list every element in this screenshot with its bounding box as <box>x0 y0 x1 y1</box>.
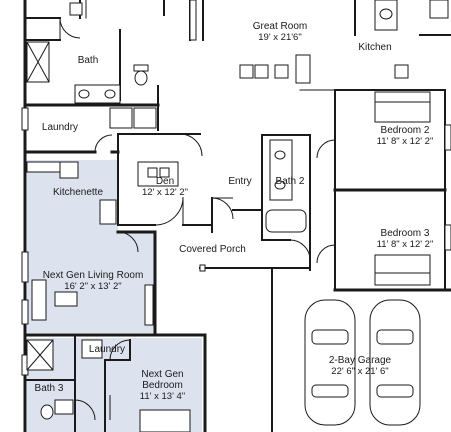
next-gen-living-dims: 16' 2" x 13' 2" <box>64 281 122 292</box>
bedroom-3-dims: 11' 8" x 12' 2" <box>376 239 434 250</box>
kitchenette-name: Kitchenette <box>52 187 104 198</box>
chair <box>274 64 289 79</box>
bedroom-2-dims: 11' 8" x 12' 2" <box>376 136 434 147</box>
kitchen-name: Kitchen <box>358 42 392 53</box>
next-gen-bed <box>139 409 191 432</box>
next-gen-living-name: Next Gen Living Room <box>42 270 144 281</box>
bath-2-name: Bath 2 <box>275 176 305 187</box>
bath-sink <box>104 89 116 99</box>
kitchenette-fridge <box>99 199 117 225</box>
sofa <box>31 279 47 321</box>
entry-label: Entry <box>220 176 260 187</box>
bath-3-name: Bath 3 <box>34 383 64 394</box>
media-console <box>144 284 154 326</box>
bath-2-label: Bath 2 <box>268 176 312 187</box>
great-room-label: Great Room 19' x 21'6" <box>230 21 330 43</box>
bath-sink <box>78 89 90 99</box>
garage-name: 2-Bay Garage <box>328 355 392 366</box>
bath-3-label: Bath 3 <box>27 383 71 394</box>
door-swings <box>59 17 336 421</box>
bedroom-3-label: Bedroom 3 11' 8" x 12' 2" <box>355 228 451 250</box>
great-room-dims: 19' x 21'6" <box>258 32 302 43</box>
next-gen-bedroom-name: Bedroom <box>142 380 183 391</box>
bathtub <box>265 209 307 233</box>
next-gen-living-label: Next Gen Living Room 16' 2" x 13' 2" <box>28 270 158 292</box>
next-gen-bedroom-line1: Next Gen <box>141 369 184 380</box>
garage-label: 2-Bay Garage 22' 6" x 21' 6" <box>310 355 410 377</box>
entry-name: Entry <box>228 176 252 187</box>
next-gen-laundry-name: Laundry <box>88 344 126 355</box>
sofa <box>295 54 311 84</box>
bedroom-3-name: Bedroom 3 <box>380 228 430 239</box>
porch-post <box>199 264 206 272</box>
windows <box>21 0 451 376</box>
toilet <box>40 404 54 420</box>
garage-dims: 22' 6" x 21' 6" <box>331 366 389 377</box>
den-desk <box>137 161 179 187</box>
den-label: Den 12' x 12' 2" <box>125 176 205 198</box>
bedroom-2-label: Bedroom 2 11' 8" x 12' 2" <box>355 125 451 147</box>
stool <box>394 64 409 79</box>
next-gen-bedroom-label: Next Gen Bedroom 11' x 13' 4" <box>125 369 200 402</box>
coffee-table <box>54 291 78 307</box>
bath-vanity <box>74 84 121 104</box>
laundry-name: Laundry <box>41 122 79 133</box>
chair <box>239 64 254 79</box>
bedroom-2-name: Bedroom 2 <box>380 125 430 136</box>
den-dims: 12' x 12' 2" <box>141 187 189 198</box>
bath2-vanity <box>269 139 293 201</box>
bath-label: Bath <box>63 55 113 66</box>
sink <box>69 2 83 16</box>
bath-name: Bath <box>77 55 99 66</box>
bath3-vanity <box>54 399 74 415</box>
laundry-label: Laundry <box>30 122 90 133</box>
kitchen-label: Kitchen <box>335 42 415 53</box>
toilet <box>134 70 148 86</box>
covered-porch-label: Covered Porch <box>165 244 260 255</box>
next-gen-laundry-label: Laundry <box>82 344 132 355</box>
toilet-tank <box>133 64 149 72</box>
bedroom2-bed <box>374 91 431 123</box>
den-name: Den <box>155 176 175 187</box>
bedroom3-bed <box>374 254 431 286</box>
next-gen-bedroom-dims: 11' x 13' 4" <box>139 391 186 402</box>
garage-cars <box>304 299 421 426</box>
fixtures <box>26 0 449 432</box>
covered-porch-name: Covered Porch <box>179 244 246 255</box>
chair <box>254 64 269 79</box>
kitchenette-label: Kitchenette <box>38 187 118 198</box>
kitchenette-sink <box>59 161 79 179</box>
range <box>429 0 449 19</box>
great-room-name: Great Room <box>252 21 308 32</box>
